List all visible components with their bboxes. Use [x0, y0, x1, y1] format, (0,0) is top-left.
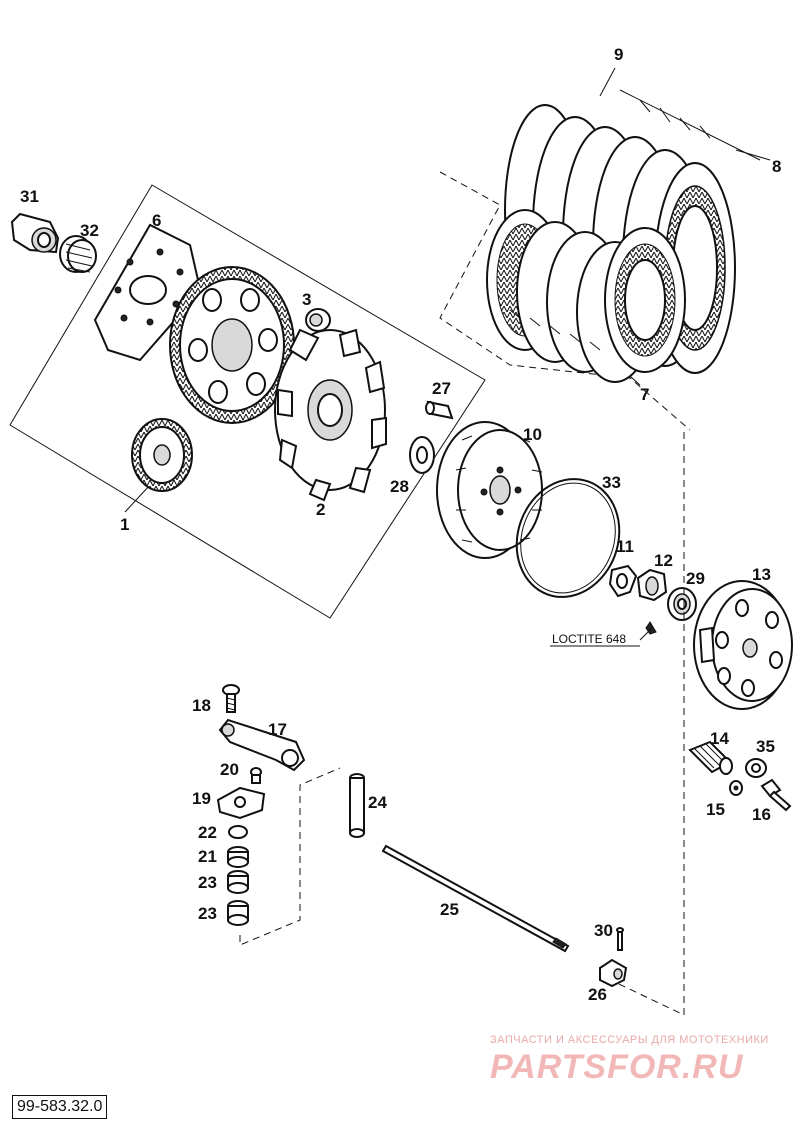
- group-frame-gear-assembly: [9, 184, 486, 619]
- clutch-spring-part: [688, 740, 733, 775]
- bearing-part: [667, 587, 697, 621]
- callout-27: 27: [432, 379, 451, 398]
- clutch-basket-part: [274, 328, 387, 502]
- push-rod-part: [381, 844, 570, 953]
- loctite-note: LOCTITE 648: [552, 632, 626, 646]
- circlip-part: [228, 825, 248, 839]
- callout-12: 12: [654, 551, 673, 570]
- callout-8: 8: [772, 157, 781, 176]
- callout-2: 2: [316, 500, 325, 519]
- callout-9: 9: [614, 45, 623, 64]
- callout-21: 21: [198, 847, 217, 866]
- lever-bracket-part: [216, 786, 266, 820]
- push-piece-part: [599, 958, 628, 988]
- callout-10: 10: [523, 425, 542, 444]
- lock-washer-part: [608, 564, 638, 598]
- callout-28: 28: [390, 477, 409, 496]
- needle-bush-a-part: [227, 870, 249, 894]
- callout-15: 15: [706, 800, 725, 819]
- callout-18: 18: [192, 696, 211, 715]
- callout-29: 29: [686, 569, 705, 588]
- needle-bearing-part: [59, 235, 97, 273]
- callout-33: 33: [602, 473, 621, 492]
- callout-6: 6: [152, 211, 161, 230]
- callout-1: 1: [120, 515, 129, 534]
- pressure-plate-part: [693, 580, 793, 710]
- clutch-lever-part: [218, 718, 306, 772]
- callout-32: 32: [80, 221, 99, 240]
- bushing-part: [10, 212, 60, 254]
- spring-retainer-part: [745, 758, 767, 778]
- o-ring-part: [515, 478, 621, 598]
- thrust-plate-part: [93, 223, 200, 362]
- callout-7: 7: [640, 385, 649, 404]
- document-id-label: 99-583.32.0: [12, 1095, 108, 1119]
- release-shaft-part: [349, 773, 365, 838]
- callout-16: 16: [752, 805, 771, 824]
- callout-23b: 23: [198, 904, 217, 923]
- ball-pin-part: [616, 927, 624, 951]
- spacer-bush-part: [305, 308, 331, 332]
- callout-26: 26: [588, 985, 607, 1004]
- callout-25: 25: [440, 900, 459, 919]
- callout-31: 31: [20, 187, 39, 206]
- guide-line-left: [239, 767, 341, 946]
- callout-14: 14: [710, 729, 729, 748]
- callout-3: 3: [302, 290, 311, 309]
- watermark-tagline: ЗАПЧАСТИ И АКСЕССУАРЫ ДЛЯ МОТОТЕХНИКИ: [490, 1034, 769, 1046]
- lever-screw-part: [250, 767, 262, 784]
- callout-13: 13: [752, 565, 771, 584]
- lever-bolt-part: [222, 684, 240, 713]
- steel-plates-part: [486, 209, 686, 383]
- callout-11: 11: [616, 537, 634, 556]
- shaft-seal-part: [227, 846, 249, 868]
- guide-line-right: [599, 432, 685, 1016]
- watermark-logo: PARTSFOR.RU: [490, 1048, 744, 1086]
- hub-nut-part: [636, 568, 668, 602]
- spring-bolt-part: [760, 778, 792, 812]
- pin-part: [425, 400, 454, 420]
- callout-22: 22: [198, 823, 217, 842]
- callout-19: 19: [192, 789, 211, 808]
- plates-frame: [439, 171, 691, 431]
- callout-24: 24: [368, 793, 387, 812]
- primary-gear-part: [169, 266, 295, 424]
- callout-17: 17: [268, 720, 287, 739]
- callout-30: 30: [594, 921, 613, 940]
- needle-bush-b-part: [227, 900, 249, 926]
- small-gear-part: [131, 418, 193, 492]
- spring-washer-part: [729, 780, 743, 796]
- callout-23a: 23: [198, 873, 217, 892]
- washer-part: [409, 436, 435, 474]
- callout-35: 35: [756, 737, 775, 756]
- callout-20: 20: [220, 760, 239, 779]
